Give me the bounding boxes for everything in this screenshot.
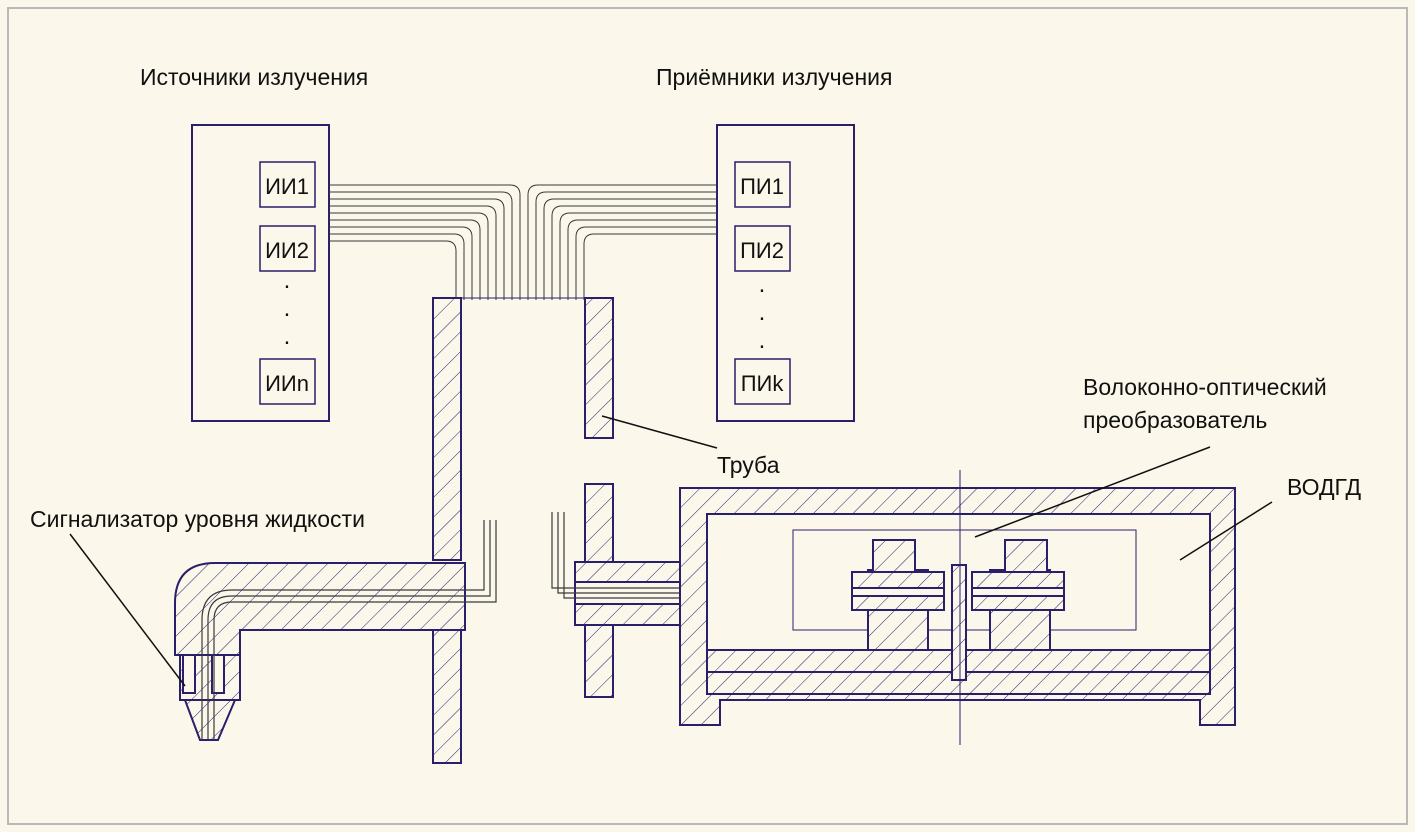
vodgd-housing [679,487,1236,726]
source-dot-3: . [284,323,291,350]
callout-lines [69,415,1273,687]
receiver-label-2: ПИ2 [740,238,784,263]
receivers-title: Приёмники излучения [656,64,892,90]
pipe-label: Труба [717,452,780,478]
level-alarm-fiber [201,520,497,740]
level-alarm-assembly [174,562,466,741]
source-dot-2: . [284,295,291,322]
receiver-dot-1: . [759,271,766,298]
fiber-bundle [329,184,717,300]
receiver-dot-2: . [759,299,766,326]
converter-label-line1: Волоконно-оптический [1083,374,1327,400]
vodgd-label: ВОДГД [1287,474,1361,500]
level-alarm-label: Сигнализатор уровня жидкости [30,506,365,532]
receiver-box-1 [734,161,791,208]
source-label-1: ИИ1 [265,174,309,199]
sources-title: Источники излучения [140,64,368,90]
sources-block: ИИ1 ИИ2 . . . ИИn [191,124,330,422]
receiver-label-k: ПИk [741,371,785,396]
receiver-box-2 [734,225,791,272]
source-box-1 [259,161,316,208]
source-label-2: ИИ2 [265,238,309,263]
source-box-2 [259,225,316,272]
source-label-n: ИИn [265,371,309,396]
receiver-box-k [734,358,791,405]
pipe [432,297,614,764]
converter-label-line2: преобразователь [1083,407,1267,433]
receiver-dot-3: . [759,327,766,354]
receivers-block: ПИ1 ПИ2 . . . ПИk [716,124,855,422]
source-box-n [259,358,316,405]
receiver-label-1: ПИ1 [740,174,784,199]
source-dot-1: . [284,267,291,294]
